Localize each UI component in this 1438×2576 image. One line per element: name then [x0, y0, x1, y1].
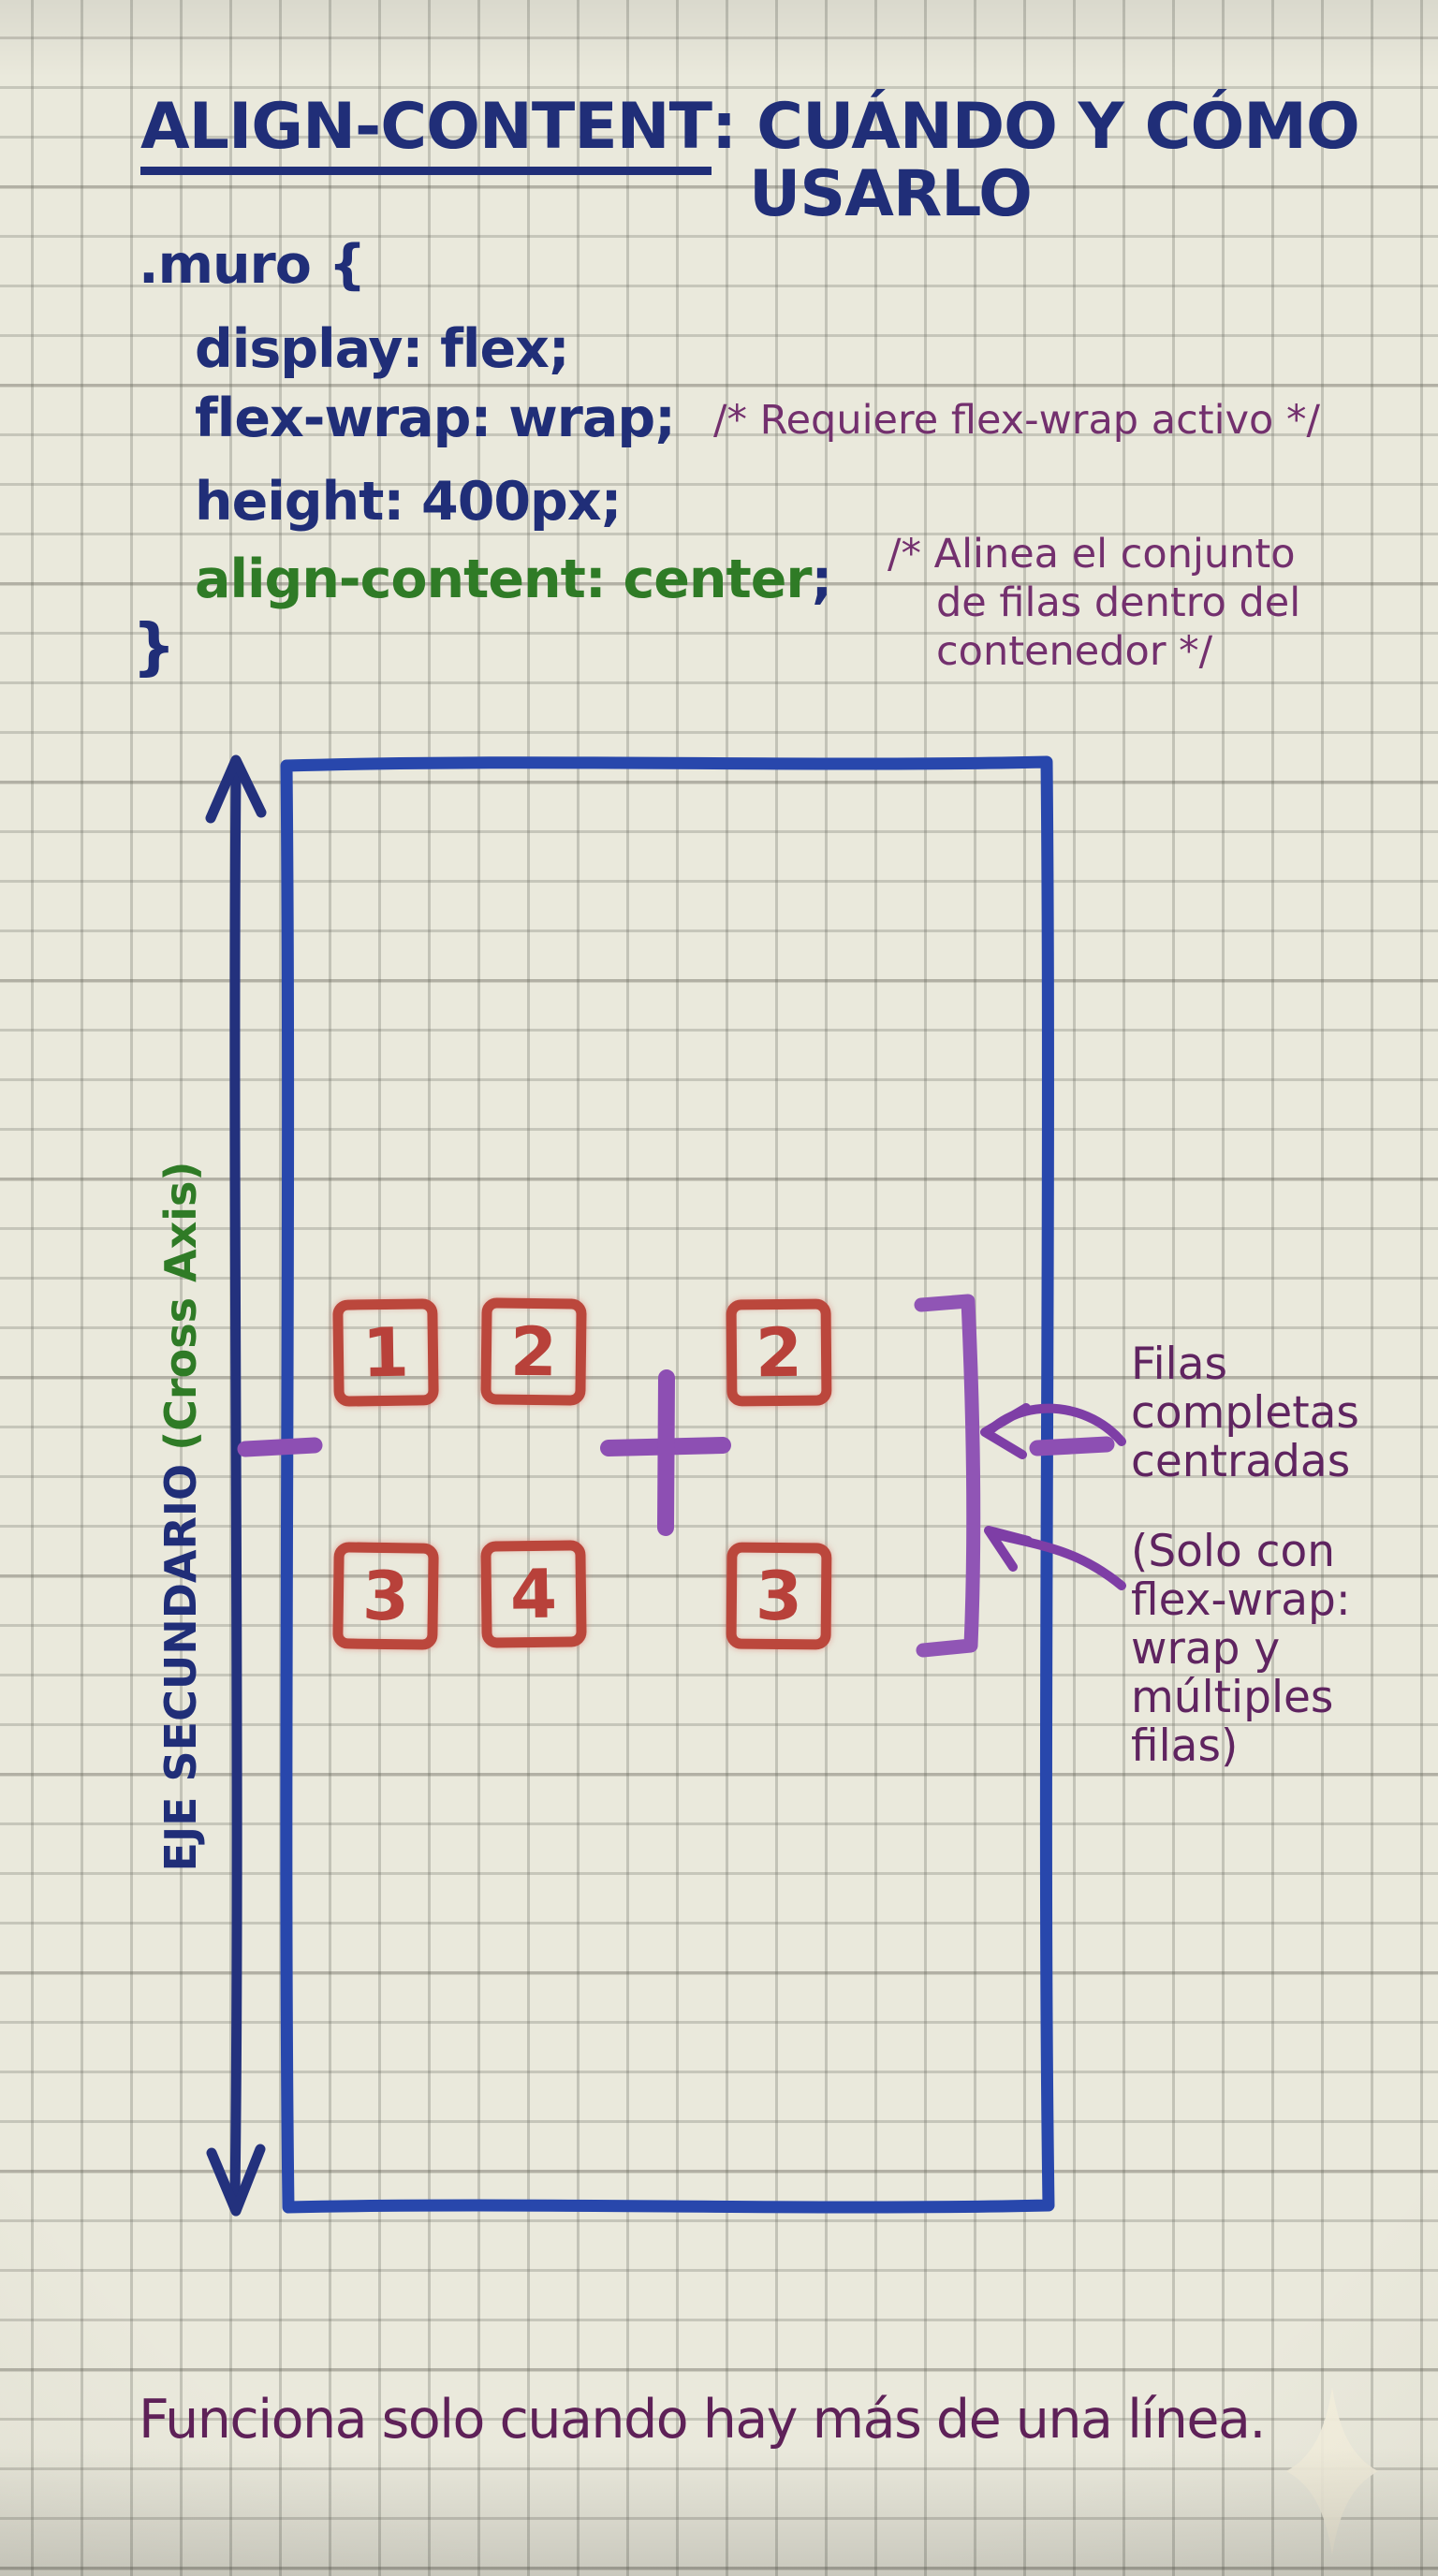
cross-axis-arrow [205, 754, 267, 2217]
code-closing-brace: } [132, 610, 176, 682]
comment-line: /* Alinea el conjunto [888, 531, 1296, 578]
code-comment-align-content: /* Alinea el conjunto de filas dentro de… [888, 530, 1300, 676]
code-selector: .muro { [139, 234, 366, 296]
title-keyword: ALIGN-CONTENT [140, 90, 712, 175]
curved-arrow-bottom-icon [984, 1526, 1126, 1590]
center-plus-icon [600, 1369, 731, 1536]
title-subtitle-line2: USARLO [749, 157, 1033, 231]
annotation-line: múltiples [1131, 1672, 1334, 1723]
annotation-flex-wrap-note: (Solo con flex-wrap: wrap y múltiples fi… [1131, 1528, 1351, 1771]
right-center-tick [1029, 1436, 1115, 1456]
page-title: ALIGN-CONTENT: CUÁNDO Y CÓMO [140, 90, 1360, 175]
annotation-line: Filas [1131, 1339, 1228, 1390]
left-center-tick [237, 1437, 323, 1457]
flex-item-box: 3 [332, 1542, 439, 1650]
annotation-line: filas) [1131, 1720, 1239, 1772]
flex-item-box: 2 [480, 1297, 587, 1406]
axis-label-text: EJE SECUNDARIO [155, 1463, 206, 1872]
comment-line: contenedor */ [936, 628, 1213, 675]
annotation-line: completas [1131, 1387, 1359, 1439]
title-subtitle-line1: CUÁNDO Y CÓMO [756, 90, 1360, 164]
annotation-centered-rows: Filas completas centradas [1131, 1340, 1359, 1486]
code-align-content-value: align-content: center [195, 549, 813, 610]
cross-axis-label: EJE SECUNDARIO (Cross Axis) [151, 1128, 211, 1905]
flex-item-box: 3 [726, 1542, 832, 1650]
code-declaration-flex-wrap: flex-wrap: wrap; [195, 388, 676, 449]
annotation-line: (Solo con [1131, 1526, 1336, 1577]
rows-bracket [914, 1294, 981, 1658]
sparkle-icon [1286, 2387, 1378, 2555]
axis-label-note: (Cross Axis) [155, 1161, 206, 1451]
flex-item-box: 4 [480, 1540, 587, 1648]
flex-item-box: 2 [726, 1298, 832, 1407]
flex-item-box: 1 [332, 1298, 439, 1407]
annotation-line: centradas [1131, 1436, 1351, 1487]
annotation-line: flex-wrap: [1131, 1574, 1351, 1626]
code-declaration-display: display: flex; [195, 318, 570, 380]
flex-container-outline [280, 755, 1055, 2214]
annotation-line: wrap y [1131, 1623, 1281, 1675]
code-declaration-align-content: align-content: center; [195, 549, 833, 610]
code-align-content-semicolon: ; [811, 549, 833, 610]
title-colon: : [711, 90, 737, 164]
code-comment-flex-wrap: /* Requiere flex-wrap activo */ [713, 397, 1320, 444]
code-declaration-height: height: 400px; [195, 471, 622, 533]
comment-line: de filas dentro del [936, 579, 1301, 626]
footer-note: Funciona solo cuando hay más de una líne… [139, 2389, 1267, 2451]
curved-arrow-top-icon [980, 1403, 1126, 1459]
